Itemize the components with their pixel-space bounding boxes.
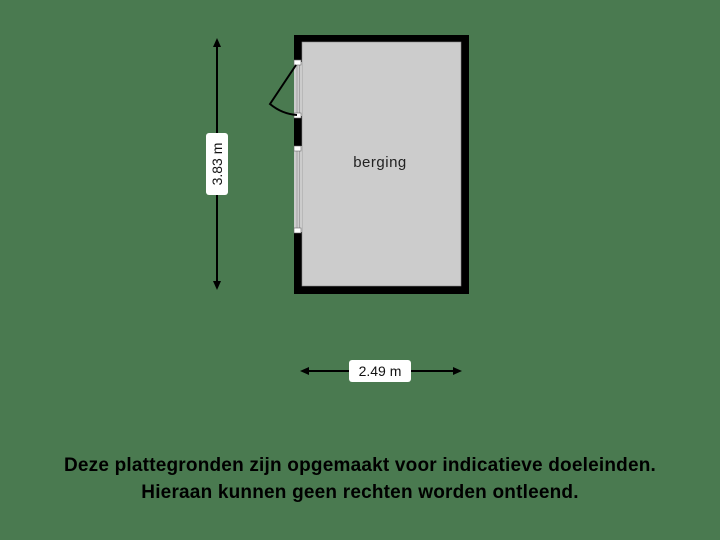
- door-swing-icon: [268, 64, 298, 116]
- door-opening: [294, 62, 302, 116]
- disclaimer-line-2: Hieraan kunnen geen rechten worden ontle…: [141, 482, 579, 503]
- disclaimer-line-1: Deze plattegronden zijn opgemaakt voor i…: [63, 455, 656, 476]
- room-floor: [301, 41, 462, 287]
- window-opening: [294, 146, 302, 232]
- width-dimension-label: 2.49 m: [349, 360, 411, 382]
- height-dimension-text: 3.83 m: [209, 142, 225, 186]
- room-label: berging: [353, 154, 407, 171]
- height-dimension-label: 3.83 m: [206, 133, 228, 195]
